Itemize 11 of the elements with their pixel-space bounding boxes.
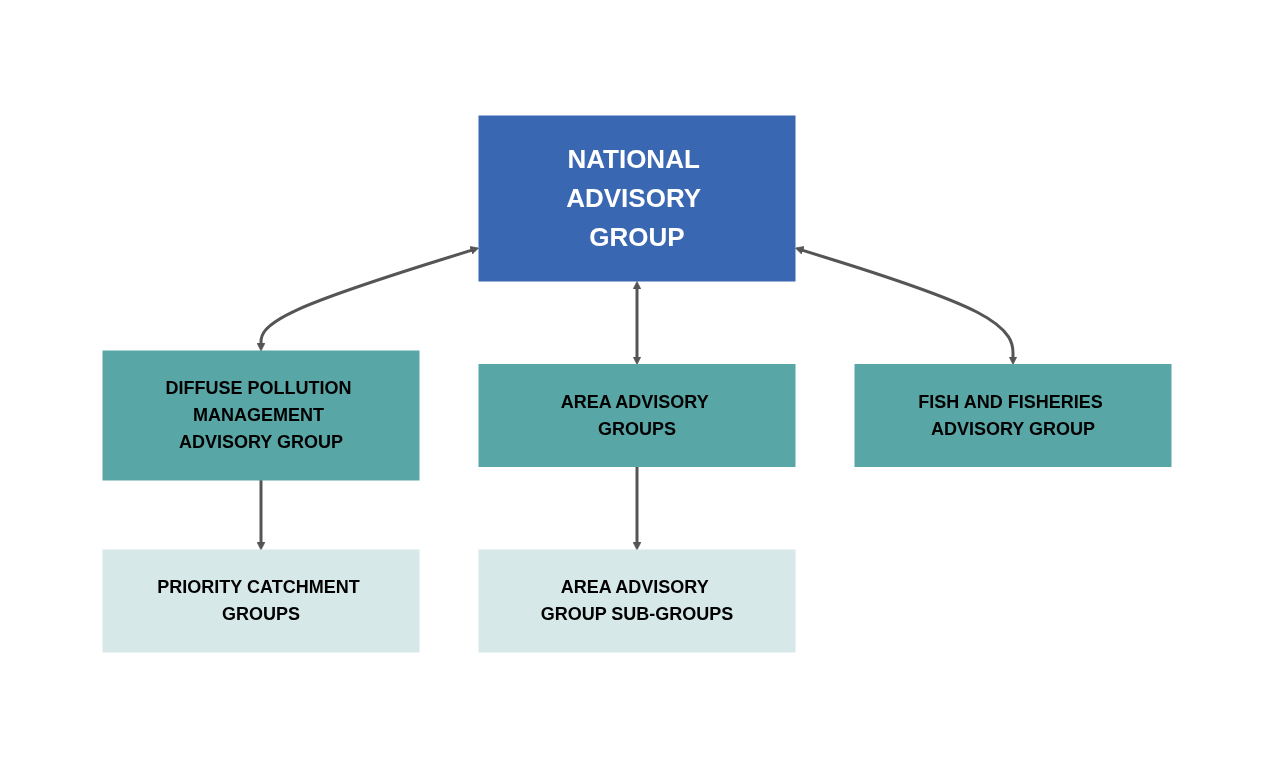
arrow [632, 280, 642, 365]
node-box: AREA ADVISORY GROUPS [478, 363, 796, 467]
arrow [256, 479, 266, 550]
arrow [256, 245, 479, 351]
arrow [795, 245, 1018, 365]
node-box: AREA ADVISORY GROUP SUB-GROUPS [478, 549, 796, 652]
node-box: NATIONAL ADVISORY GROUP [478, 115, 796, 281]
node-box: DIFFUSE POLLUTION MANAGEMENT ADVISORY GROUP [102, 350, 420, 480]
node-box: PRIORITY CATCHMENT GROUPS [102, 549, 420, 652]
node-box: FISH AND FISHERIES ADVISORY GROUP [854, 363, 1172, 467]
arrow [632, 466, 642, 550]
